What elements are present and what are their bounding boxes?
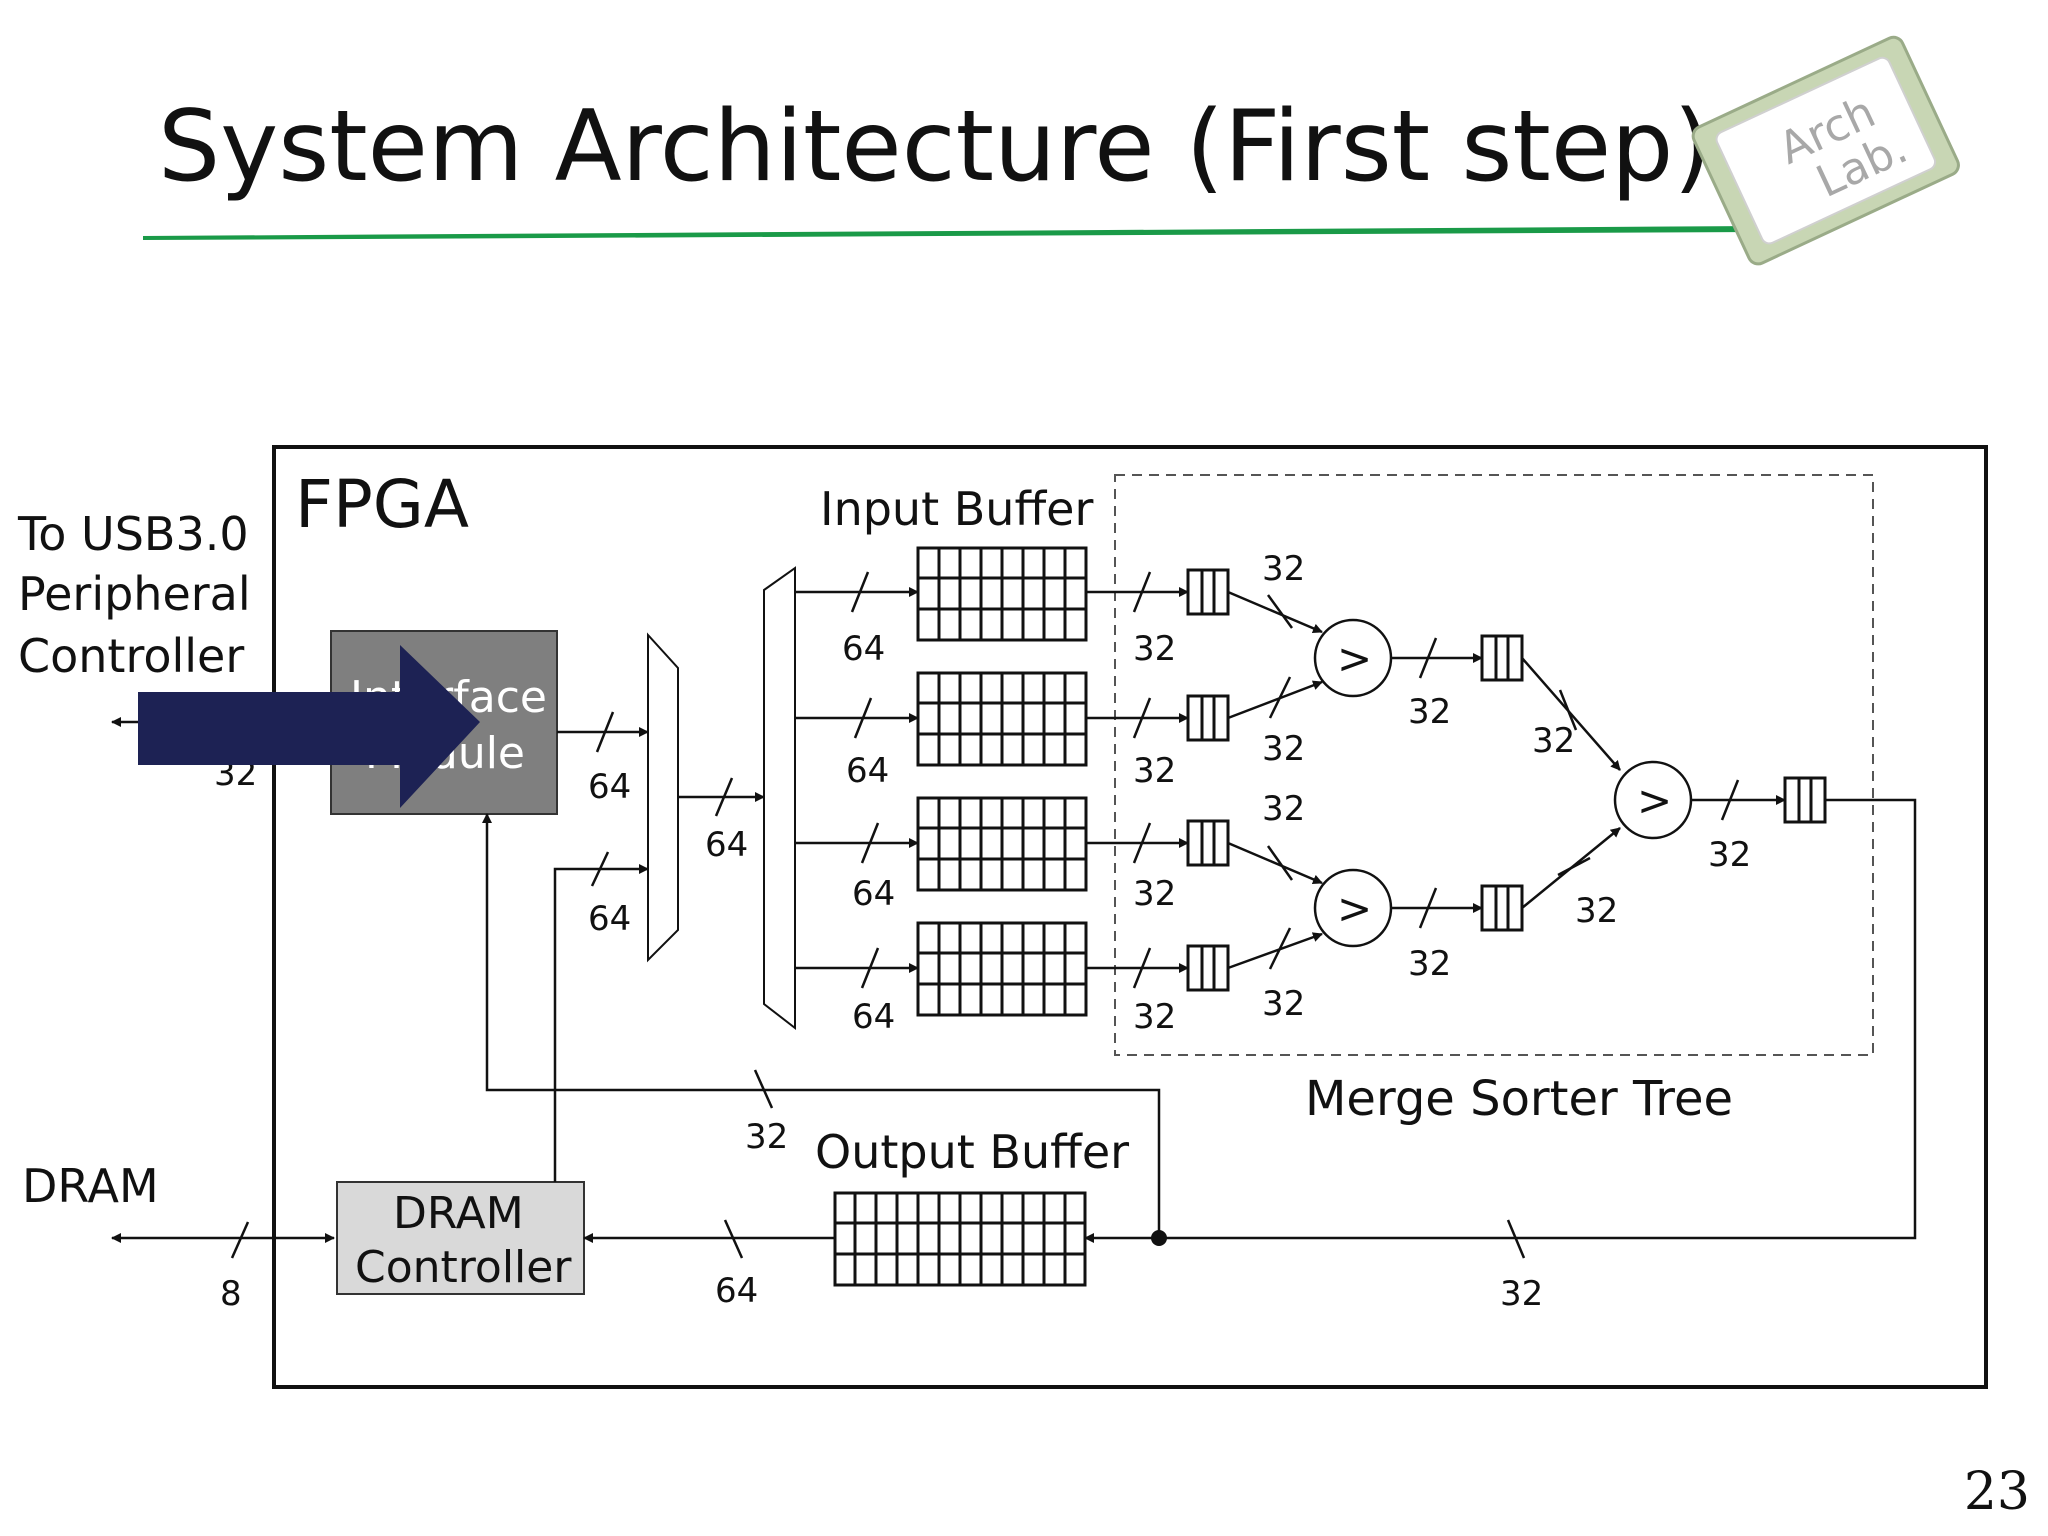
bus-width-ib-out-2: 32 <box>1133 751 1176 791</box>
fifo-to-comparator-links <box>1227 590 1323 970</box>
bus-width-dram-ext: 8 <box>220 1274 242 1314</box>
input-demux <box>763 566 796 1031</box>
usb-label-line3: Controller <box>18 629 244 683</box>
page-number: 23 <box>1963 1462 2030 1522</box>
input-buffer-4 <box>795 921 1088 1017</box>
comparator-to-l2-links <box>1391 637 1483 929</box>
comparator-symbol: > <box>1337 634 1372 683</box>
bus-width-l2b-to-root: 32 <box>1575 891 1618 931</box>
bus-width-f2-to-c1: 32 <box>1262 729 1305 769</box>
bus-tick <box>714 777 734 817</box>
bus-width-ib-out-1: 32 <box>1133 629 1176 669</box>
final-fifo <box>1783 776 1827 824</box>
bus-tick <box>753 1069 774 1109</box>
bus-width-ib-in-3: 64 <box>852 874 895 914</box>
merge-sorter-region <box>1114 474 1874 1056</box>
bus-width-ib-out-3: 32 <box>1133 874 1176 914</box>
input-buffer-label: Input Buffer <box>820 482 1093 536</box>
usb-label-line2: Peripheral <box>18 567 251 621</box>
input-buffer-1 <box>795 546 1088 642</box>
comparator-level1-b: > <box>1313 868 1393 948</box>
leaf-fifos <box>1186 568 1230 992</box>
fpga-label: FPGA <box>295 466 469 543</box>
dram-external-label: DRAM <box>22 1159 159 1213</box>
bus-width-f4-to-c2: 32 <box>1262 984 1305 1024</box>
bus-width-dram-to-mux: 64 <box>588 899 631 939</box>
bus-tick <box>230 1221 250 1259</box>
output-buffer-label: Output Buffer <box>815 1125 1129 1179</box>
l2-to-root-links <box>1521 657 1621 909</box>
bus-tick <box>1720 779 1740 821</box>
bus-tick <box>723 1219 744 1259</box>
bus-tick <box>590 851 610 887</box>
title-underline <box>143 226 1760 240</box>
bus-tick <box>595 711 615 753</box>
ib-to-fifo-links <box>1086 571 1189 989</box>
input-buffer-3 <box>795 796 1088 892</box>
bus-width-ib-in-4: 64 <box>852 997 895 1037</box>
bus-width-l2a-to-root: 32 <box>1532 721 1575 761</box>
level2-fifos <box>1480 634 1524 932</box>
comparator-symbol: > <box>1337 884 1372 933</box>
bus-width-c1-out: 32 <box>1408 692 1451 732</box>
bus-width-c2-out: 32 <box>1408 944 1451 984</box>
bus-width-ib-out-4: 32 <box>1133 997 1176 1037</box>
dram-to-mux-link <box>553 864 649 1182</box>
bus-width-ib-in-2: 64 <box>846 751 889 791</box>
bus-width-if-to-mux: 64 <box>588 767 631 807</box>
bus-width-root-out: 32 <box>1708 835 1751 875</box>
comparator-symbol: > <box>1637 776 1672 825</box>
return-path <box>1084 798 1917 1243</box>
usb-label-line1: To USB3.0 <box>17 507 249 561</box>
merge-sorter-tree-label: Merge Sorter Tree <box>1305 1071 1733 1127</box>
dram-controller-line2: Controller <box>355 1242 572 1293</box>
bus-width-ib-in-1: 64 <box>842 629 885 669</box>
bus-width-mux-to-demux: 64 <box>705 825 748 865</box>
comparator-level1-a: > <box>1313 618 1393 698</box>
fpga-boundary <box>272 445 1988 1389</box>
bus-width-feedback: 32 <box>745 1117 788 1157</box>
comparator-root: > <box>1613 760 1693 840</box>
highlight-arrow <box>138 645 480 808</box>
bus-tick <box>1506 1219 1526 1259</box>
bus-width-f1-to-c1: 32 <box>1262 549 1305 589</box>
dram-controller-line1: DRAM <box>393 1188 524 1239</box>
bus-width-ob-to-dramctl: 64 <box>715 1271 758 1311</box>
output-buffer <box>833 1191 1087 1287</box>
slide-title: System Architecture (First step) <box>158 90 1712 204</box>
input-buffer-2 <box>795 671 1088 767</box>
feedback-path <box>482 813 1161 1238</box>
bus-width-f3-to-c2: 32 <box>1262 789 1305 829</box>
input-mux <box>647 632 679 963</box>
bus-width-return: 32 <box>1500 1274 1543 1314</box>
arch-lab-logo: Arch Lab. <box>1691 35 1960 266</box>
